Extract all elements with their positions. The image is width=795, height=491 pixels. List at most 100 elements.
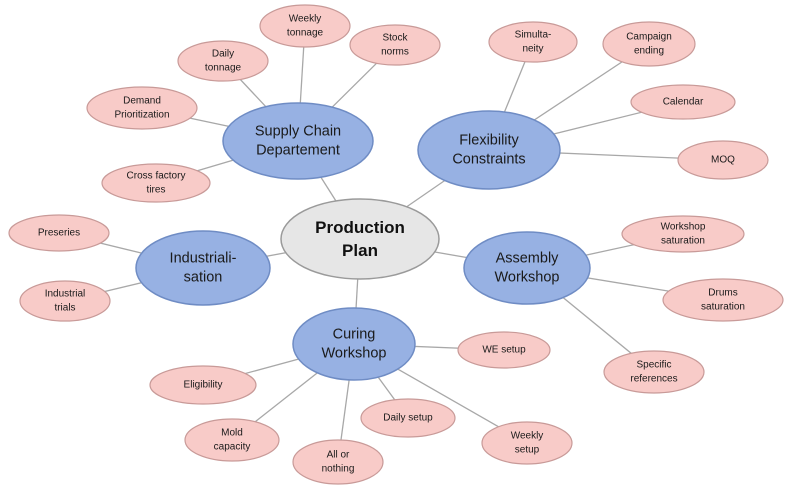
daily-tonnage-label-line-2: tonnage <box>205 63 242 74</box>
weekly-tonnage-label-line-1: Weekly <box>289 14 322 25</box>
flexibility-label-line-1: Flexibility <box>459 133 519 149</box>
workshop-saturation-label-line-1: Workshop <box>661 222 706 233</box>
specific-references-label-line-1: Specific <box>636 360 671 371</box>
preseries-label-line-1: Preseries <box>38 228 80 239</box>
node-weekly-tonnage: Weekly tonnage <box>259 4 351 48</box>
eligibility-label-line-1: Eligibility <box>184 380 223 391</box>
weekly-setup-bubble <box>481 421 573 465</box>
drums-saturation-bubble <box>662 278 784 322</box>
cross-factory-tires-bubble <box>101 163 211 203</box>
mold-capacity-bubble <box>184 418 280 462</box>
daily-tonnage-label-line-1: Daily <box>212 49 234 60</box>
industrialisation-bubble <box>135 230 271 306</box>
calendar-bubble <box>630 84 736 120</box>
drums-saturation-label-line-1: Drums <box>708 288 737 299</box>
node-workshop-saturation: Workshop saturation <box>621 215 745 253</box>
assembly-bubble <box>463 231 591 305</box>
weekly-setup-label-line-1: Weekly <box>511 431 544 442</box>
industrialisation-label-line-1: Industriali- <box>170 251 237 267</box>
diagram-nodes: Weekly tonnage Stock norms Daily tonnageDeman… <box>8 4 784 485</box>
node-simultaneity: Simulta-neity <box>488 21 578 63</box>
weekly-setup-label-line-2: setup <box>515 445 540 456</box>
node-industrialisation: Industriali-sation <box>135 230 271 306</box>
weekly-tonnage-bubble <box>259 4 351 48</box>
cross-factory-tires-label-line-1: Cross factory <box>127 171 186 182</box>
workshop-saturation-label-line-2: saturation <box>661 236 705 247</box>
node-mold-capacity: Mold capacity <box>184 418 280 462</box>
eligibility-bubble <box>149 365 257 405</box>
weekly-tonnage-label-line-2: tonnage <box>287 28 324 39</box>
industrial-trials-bubble <box>19 280 111 322</box>
industrialisation-label-line-2: sation <box>184 270 223 286</box>
assembly-label-line-1: Assembly <box>496 251 560 267</box>
industrial-trials-label-line-1: Industrial <box>45 289 86 300</box>
we-setup-bubble <box>457 331 551 369</box>
we-setup-label-line-1: WE setup <box>482 345 526 356</box>
workshop-saturation-bubble <box>621 215 745 253</box>
node-daily-setup: Daily setup <box>360 398 456 438</box>
simultaneity-label-line-1: Simulta- <box>515 30 552 41</box>
node-drums-saturation: Drums saturation <box>662 278 784 322</box>
supply-chain-label-line-1: Supply Chain <box>255 124 341 140</box>
all-or-nothing-label-line-2: nothing <box>322 464 355 475</box>
all-or-nothing-label-line-1: All or <box>327 450 350 461</box>
stock-norms-label-line-1: Stock <box>382 33 408 44</box>
node-campaign-ending: Campaign ending <box>602 21 696 67</box>
assembly-label-line-2: Workshop <box>494 270 559 286</box>
daily-tonnage-bubble <box>177 40 269 82</box>
node-specific-references: Specific references <box>603 350 705 394</box>
node-we-setup: WE setup <box>457 331 551 369</box>
supply-chain-label-line-2: Departement <box>256 143 340 159</box>
stock-norms-bubble <box>349 24 441 66</box>
node-weekly-setup: Weekly setup <box>481 421 573 465</box>
node-industrial-trials: Industrial trials <box>19 280 111 322</box>
curing-label-line-1: Curing <box>333 327 376 343</box>
production-plan-label-line-2: Plan <box>342 241 378 260</box>
node-preseries: Preseries <box>8 214 110 252</box>
drums-saturation-label-line-2: saturation <box>701 302 745 313</box>
demand-prioritization-bubble <box>86 86 198 130</box>
specific-references-label-line-2: references <box>630 374 677 385</box>
simultaneity-label-line-2: neity <box>522 44 543 55</box>
demand-prioritization-label-line-1: Demand <box>123 96 161 107</box>
preseries-bubble <box>8 214 110 252</box>
calendar-label-line-1: Calendar <box>663 97 704 108</box>
daily-setup-label-line-1: Daily setup <box>383 413 433 424</box>
campaign-ending-label-line-2: ending <box>634 46 664 57</box>
stock-norms-label-line-2: norms <box>381 47 409 58</box>
moq-label-line-1: MOQ <box>711 155 735 166</box>
cross-factory-tires-label-line-2: tires <box>147 185 166 196</box>
specific-references-bubble <box>603 350 705 394</box>
production-plan-bubble <box>280 198 440 280</box>
node-daily-tonnage: Daily tonnage <box>177 40 269 82</box>
simultaneity-bubble <box>488 21 578 63</box>
mold-capacity-label-line-2: capacity <box>214 442 251 453</box>
all-or-nothing-bubble <box>292 439 384 485</box>
supply-chain-bubble <box>222 102 374 180</box>
node-cross-factory-tires: Cross factory tires <box>101 163 211 203</box>
flexibility-bubble <box>417 110 561 190</box>
curing-bubble <box>292 307 416 381</box>
node-eligibility: Eligibility <box>149 365 257 405</box>
campaign-ending-bubble <box>602 21 696 67</box>
mold-capacity-label-line-1: Mold <box>221 428 243 439</box>
node-moq: MOQ <box>677 140 769 180</box>
node-calendar: Calendar <box>630 84 736 120</box>
demand-prioritization-label-line-2: Prioritization <box>114 110 169 121</box>
flexibility-label-line-2: Constraints <box>452 152 525 168</box>
campaign-ending-label-line-1: Campaign <box>626 32 672 43</box>
node-all-or-nothing: All or nothing <box>292 439 384 485</box>
production-plan-label-line-1: Production <box>315 218 405 237</box>
daily-setup-bubble <box>360 398 456 438</box>
curing-label-line-2: Workshop <box>321 346 386 362</box>
industrial-trials-label-line-2: trials <box>54 303 75 314</box>
node-stock-norms: Stock norms <box>349 24 441 66</box>
moq-bubble <box>677 140 769 180</box>
